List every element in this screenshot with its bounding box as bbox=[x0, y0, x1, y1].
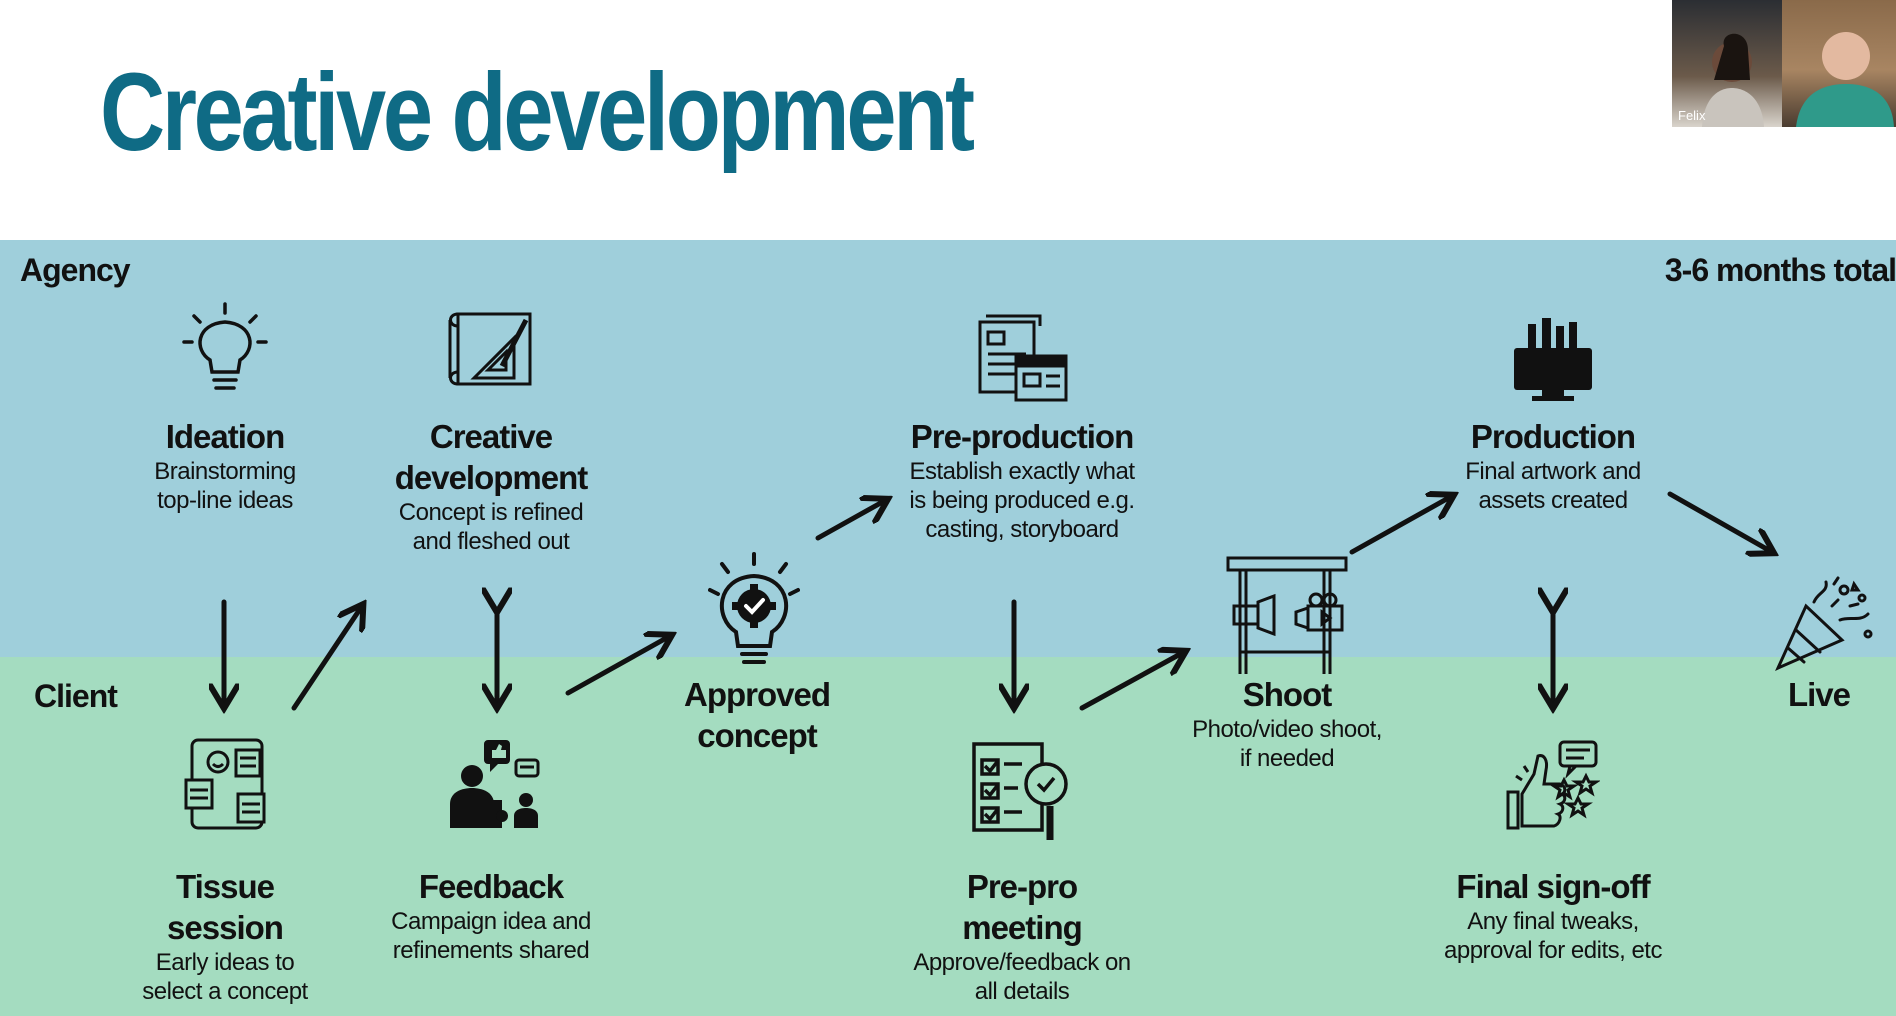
client-lane bbox=[0, 657, 1896, 1016]
arrow-tissue-to-creative bbox=[291, 606, 362, 711]
node-description: Final artwork and assets created bbox=[1465, 458, 1641, 514]
node-title: Live bbox=[1787, 676, 1851, 713]
checklist-magnifier-icon bbox=[972, 742, 1068, 840]
node-description: Any final tweaks, approval for edits, et… bbox=[1444, 908, 1662, 964]
arrow-production-to-live bbox=[1667, 491, 1772, 552]
notes-board-icon bbox=[184, 738, 266, 830]
node-title: Feedback bbox=[418, 868, 564, 905]
arrow-feedback-to-approved bbox=[565, 636, 670, 696]
node-description: Early ideas to select a concept bbox=[142, 949, 308, 1005]
party-popper-icon bbox=[1775, 576, 1873, 671]
node-tissue-session: Tissue session Early ideas to select a c… bbox=[75, 866, 375, 1006]
node-pre-production: Pre-production Establish exactly what is… bbox=[872, 416, 1172, 544]
node-ideation: Ideation Brainstorming top-line ideas bbox=[75, 416, 375, 515]
node-title: Pre-production bbox=[910, 418, 1135, 455]
node-title: Creative development bbox=[394, 418, 589, 496]
lightbulb-icon bbox=[182, 302, 268, 390]
node-description: Brainstorming top-line ideas bbox=[154, 458, 296, 514]
arrow-approved-to-preproduction bbox=[815, 500, 886, 541]
node-title: Approved concept bbox=[683, 676, 831, 754]
art-monitor-icon bbox=[1514, 318, 1592, 401]
node-approved-concept: Approved concept bbox=[607, 674, 907, 756]
node-title: Ideation bbox=[165, 418, 286, 455]
node-description: Concept is refined and fleshed out bbox=[398, 499, 584, 555]
node-pre-pro-meeting: Pre-pro meeting Approve/feedback on all … bbox=[872, 866, 1172, 1006]
participant-video-right bbox=[1782, 0, 1896, 127]
node-production: Production Final artwork and assets crea… bbox=[1403, 416, 1703, 515]
node-description: Approve/feedback on all details bbox=[913, 949, 1131, 1005]
agency-lane bbox=[0, 240, 1896, 657]
node-title: Production bbox=[1470, 418, 1636, 455]
people-chat-icon bbox=[450, 740, 540, 828]
participant-video-left bbox=[1672, 0, 1782, 127]
lightbulb-gear-icon bbox=[708, 552, 800, 664]
node-title: Shoot bbox=[1242, 676, 1332, 713]
node-live: Live bbox=[1669, 674, 1896, 715]
node-title: Pre-pro meeting bbox=[962, 868, 1083, 946]
arrow-prepro-to-shoot bbox=[1079, 652, 1184, 711]
node-shoot: Shoot Photo/video shoot, if needed bbox=[1137, 674, 1437, 773]
duration-label: 3-6 months total bbox=[1664, 252, 1896, 288]
person-silhouette-icon bbox=[1796, 32, 1894, 127]
node-description: Campaign idea and refinements shared bbox=[391, 908, 591, 964]
node-title: Final sign-off bbox=[1456, 868, 1650, 905]
film-set-icon bbox=[1226, 556, 1348, 674]
video-call-thumbnail[interactable]: Felix bbox=[1672, 0, 1896, 127]
storyboard-icon bbox=[978, 314, 1068, 402]
lane-label-client: Client bbox=[34, 678, 118, 714]
thumbs-up-stars-icon bbox=[1506, 740, 1600, 830]
arrow-shoot-to-production bbox=[1349, 496, 1452, 555]
participant-name: Felix bbox=[1678, 108, 1706, 123]
design-tools-icon bbox=[448, 312, 532, 386]
person-silhouette-icon bbox=[1702, 33, 1764, 127]
slide-title: Creative development bbox=[100, 51, 975, 174]
node-description: Photo/video shoot, if needed bbox=[1192, 716, 1382, 772]
node-title: Tissue session bbox=[167, 868, 284, 946]
node-creative-development: Creative development Concept is refined … bbox=[341, 416, 641, 556]
node-feedback: Feedback Campaign idea and refinements s… bbox=[341, 866, 641, 965]
node-description: Establish exactly what is being produced… bbox=[909, 458, 1135, 543]
lane-label-agency: Agency bbox=[20, 252, 131, 288]
node-final-sign-off: Final sign-off Any final tweaks, approva… bbox=[1403, 866, 1703, 965]
